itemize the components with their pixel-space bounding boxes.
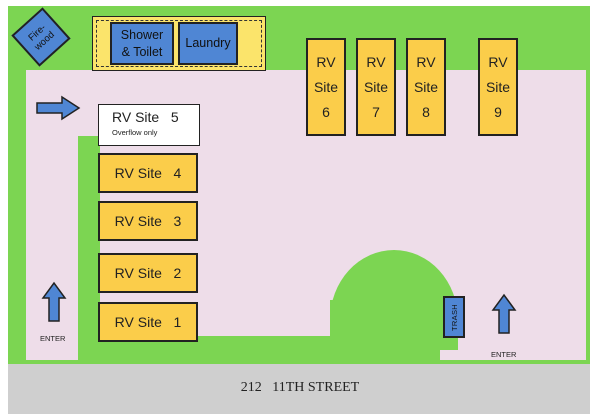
rv-site-7[interactable]: RV Site 7 (356, 38, 396, 136)
rv-site-6-l3: 6 (322, 103, 330, 120)
rv-site-6[interactable]: RV Site 6 (306, 38, 346, 136)
rv-site-4-label: RV Site 4 (114, 165, 182, 181)
grass-island (78, 136, 100, 348)
trash-label: TRASH (449, 303, 459, 331)
street (8, 364, 590, 414)
rv-site-9-l1: RV (488, 53, 508, 70)
enter-right-label: ENTER (491, 350, 517, 359)
rv-site-6-l2: Site (313, 78, 339, 95)
rv-site-8[interactable]: RV Site 8 (406, 38, 446, 136)
laundry-label: Laundry (185, 36, 231, 50)
rv-site-5-label: RV Site 5 (112, 109, 179, 125)
facilities-dashed-outline (96, 20, 262, 67)
rv-site-8-l2: Site (413, 78, 439, 95)
rv-site-5[interactable]: RV Site 5 Overflow only (98, 104, 200, 146)
rv-site-9[interactable]: RV Site 9 (478, 38, 518, 136)
rv-site-8-l3: 8 (422, 103, 430, 120)
rv-site-2-label: RV Site 2 (114, 265, 182, 281)
street-address: 212 11TH STREET (240, 380, 360, 395)
rv-site-6-l1: RV (316, 53, 336, 70)
rv-site-3-label: RV Site 3 (114, 213, 182, 229)
rv-site-7-l1: RV (366, 53, 386, 70)
right-arrow-icon (36, 95, 81, 121)
rv-site-7-l2: Site (363, 78, 389, 95)
rv-site-9-l2: Site (485, 78, 511, 95)
rv-site-4[interactable]: RV Site 4 (98, 153, 198, 193)
rv-site-1[interactable]: RV Site 1 (98, 302, 198, 342)
rv-site-8-l1: RV (416, 53, 436, 70)
grass-mound-base (330, 300, 458, 350)
rv-site-3[interactable]: RV Site 3 (98, 201, 198, 241)
rv-site-5-note: Overflow only (112, 128, 158, 137)
trash-bin: TRASH (443, 296, 465, 338)
rv-site-7-l3: 7 (372, 103, 380, 120)
shower-label-2: & Toilet (121, 44, 163, 59)
enter-right-arrow-icon (491, 293, 517, 334)
rv-site-1-label: RV Site 1 (114, 314, 182, 330)
enter-left-arrow-icon (41, 281, 67, 322)
enter-left-label: ENTER (40, 334, 66, 343)
rv-site-2[interactable]: RV Site 2 (98, 253, 198, 293)
shower-label-1: Shower (120, 27, 164, 42)
shower-toilet-building[interactable]: Shower & Toilet (110, 22, 174, 65)
laundry-building[interactable]: Laundry (178, 22, 238, 65)
rv-site-9-l3: 9 (494, 103, 502, 120)
